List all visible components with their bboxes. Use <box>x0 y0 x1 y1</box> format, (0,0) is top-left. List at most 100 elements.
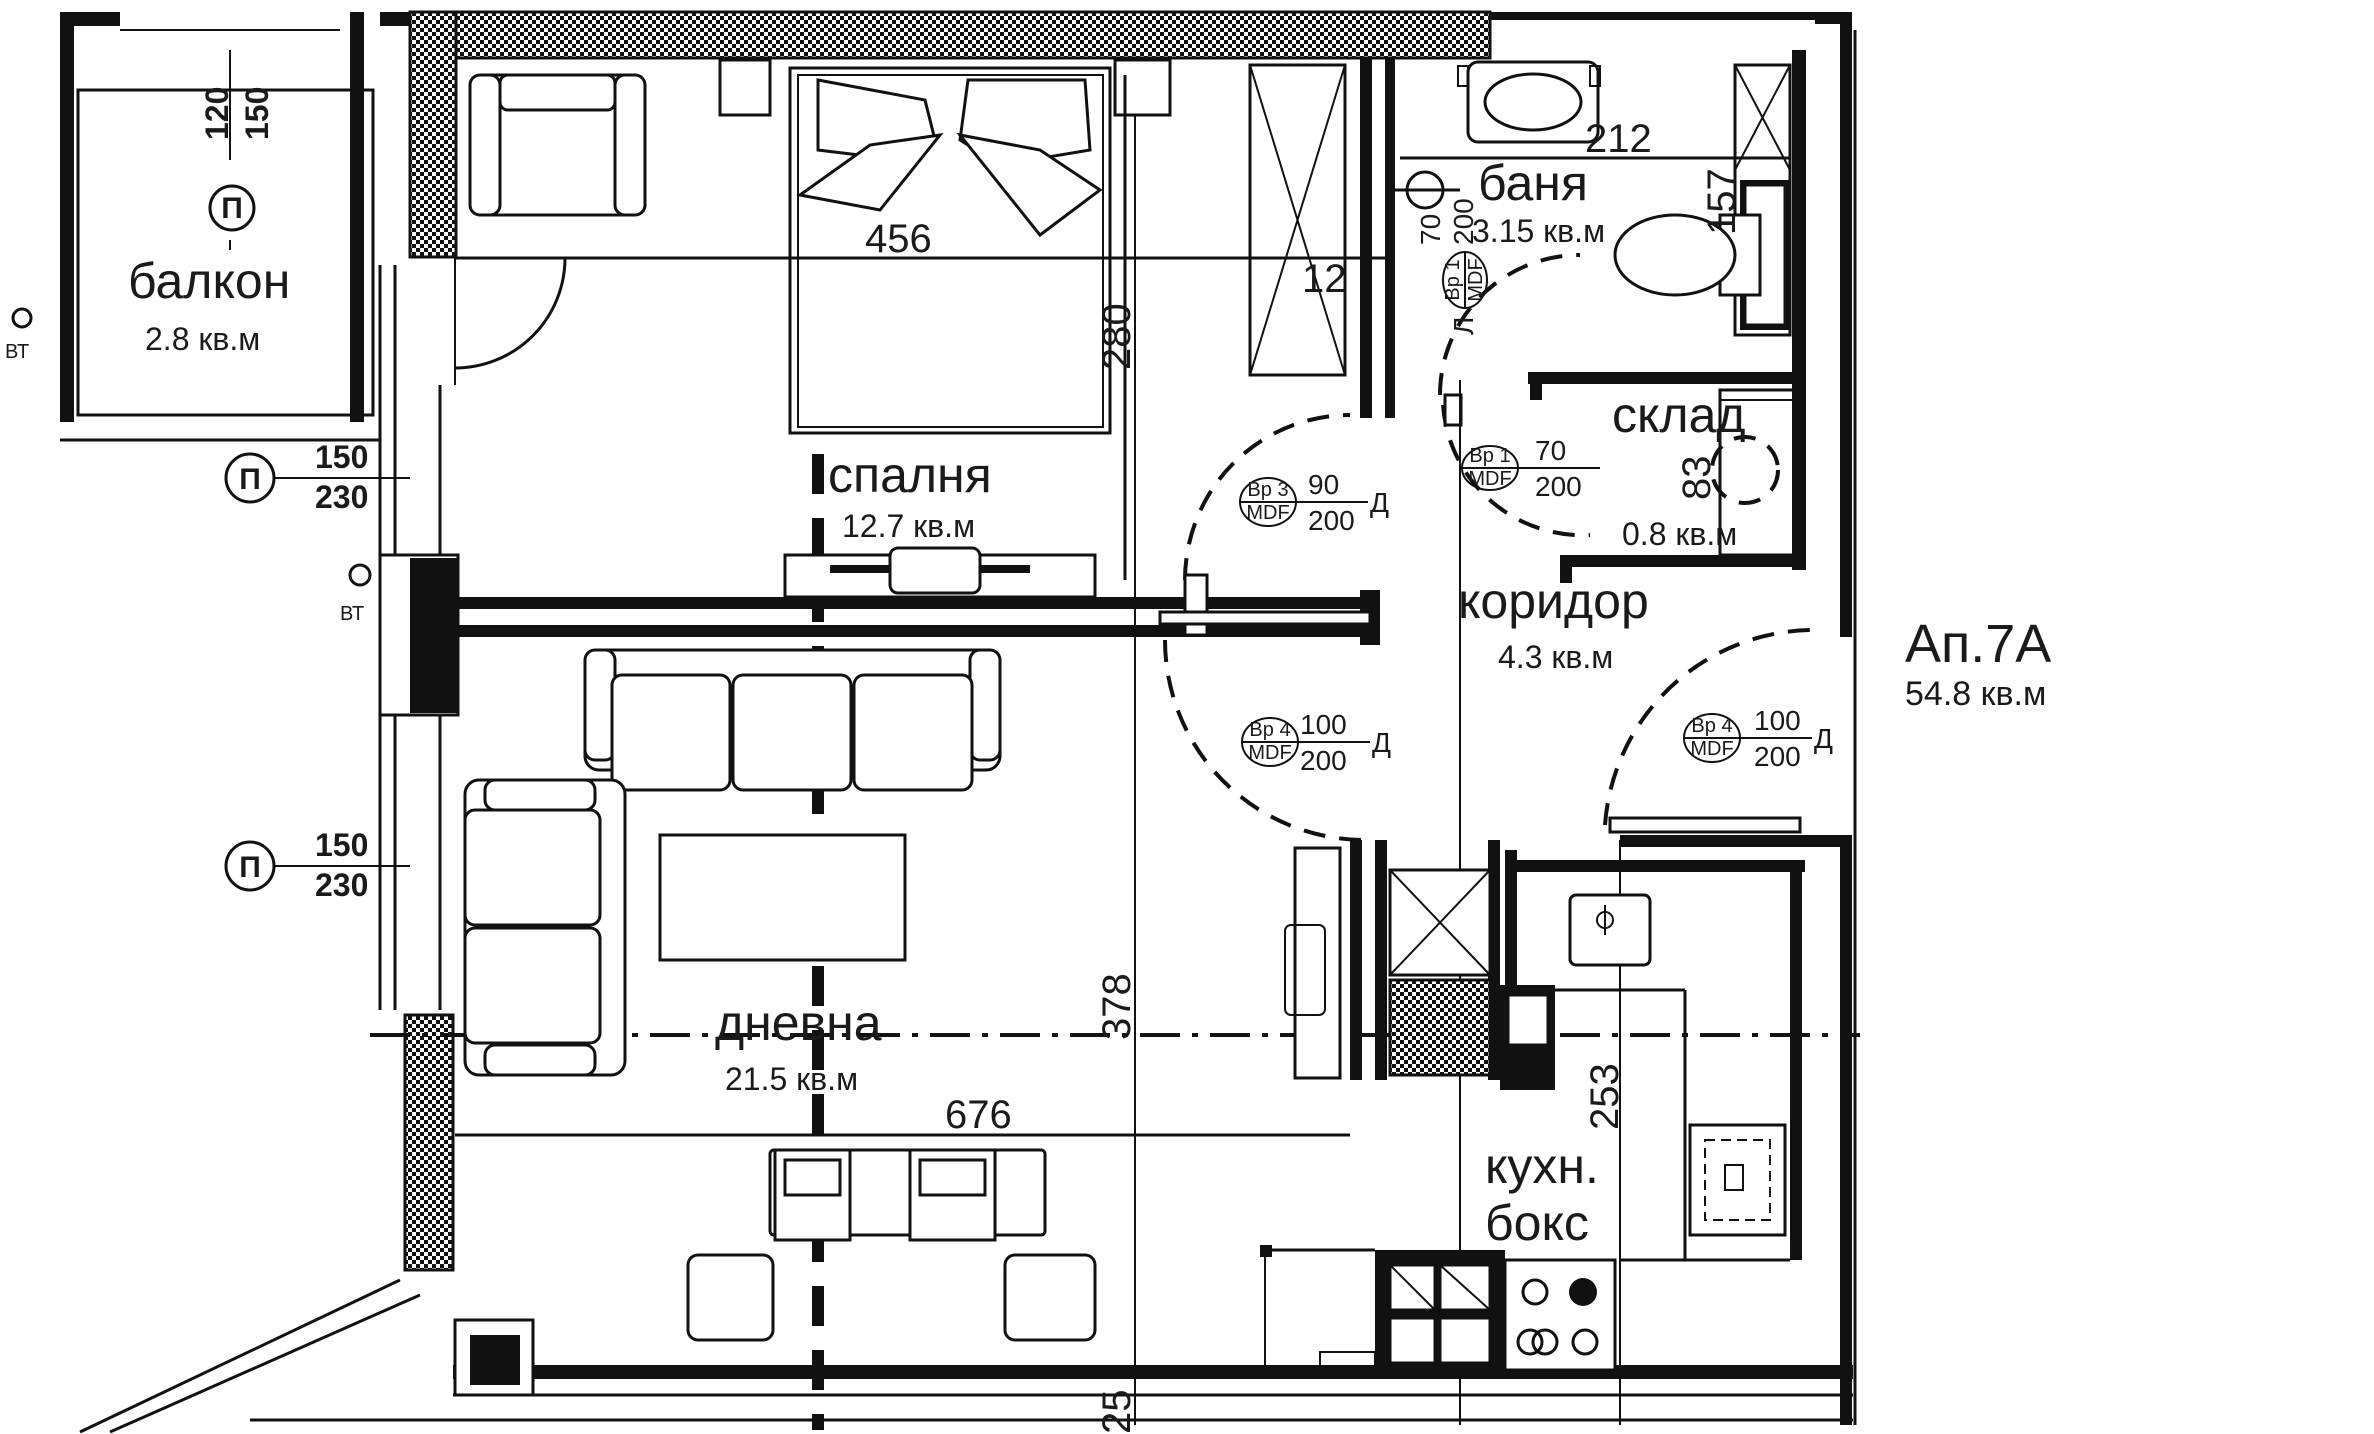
svg-text:230: 230 <box>315 867 368 903</box>
dim-living-width: 676 <box>945 1093 1012 1137</box>
dim-storage-depth: 83 <box>1675 456 1719 501</box>
kitchen-fixtures <box>1260 846 1790 1372</box>
svg-text:Вр 4: Вр 4 <box>1249 719 1290 741</box>
dim-living-depth: 378 <box>1095 973 1139 1040</box>
dim-bath-door-gap: 12 <box>1302 257 1347 301</box>
nightstand-left <box>718 58 772 117</box>
top-wall-right <box>1490 12 1850 20</box>
storage-area: 0.8 кв.м <box>1622 516 1737 552</box>
living-area: 21.5 кв.м <box>725 1061 858 1097</box>
coffee-table <box>658 833 907 962</box>
toilet <box>1613 180 1790 330</box>
walls <box>79 10 1857 1434</box>
svg-text:Вр 1: Вр 1 <box>1469 445 1510 467</box>
sofa-left <box>463 778 627 1077</box>
left-wall-strip <box>380 12 410 26</box>
balcony <box>60 12 380 442</box>
balcony-name: балкон <box>128 253 290 309</box>
living-name: дневна <box>715 995 882 1051</box>
svg-text:Д: Д <box>1372 727 1391 758</box>
storage-name: склад <box>1612 387 1746 443</box>
bottom-wall <box>453 1365 1853 1379</box>
balcony-area: 2.8 кв.м <box>145 321 260 357</box>
svg-text:MDF: MDF <box>1465 258 1487 301</box>
dim-bedroom-width: 456 <box>865 217 932 261</box>
apartment-name: Ап.7А <box>1905 614 2051 674</box>
dim-bathroom-width: 212 <box>1585 117 1652 161</box>
svg-text:90: 90 <box>1308 469 1339 500</box>
svg-text:200: 200 <box>1300 745 1347 776</box>
svg-text:Д: Д <box>1814 723 1833 754</box>
svg-text:П: П <box>239 851 261 884</box>
svg-text:150: 150 <box>315 827 368 863</box>
bedroom-living-wall <box>455 597 1380 609</box>
dim-bottom-edge: 25 <box>1095 1390 1139 1434</box>
svg-text:150: 150 <box>239 87 275 140</box>
svg-text:200: 200 <box>1448 198 1479 245</box>
door-tag-storage: Вр 1 MDF 70 200 <box>1461 435 1600 502</box>
svg-text:100: 100 <box>1754 705 1801 736</box>
svg-text:150: 150 <box>315 439 368 475</box>
svg-text:200: 200 <box>1535 471 1582 502</box>
sofa-top <box>583 648 1002 792</box>
living-furniture <box>463 648 1097 1342</box>
vent-marker-balcony: ВТ <box>5 307 33 363</box>
corridor-area: 4.3 кв.м <box>1498 639 1613 675</box>
door-swings <box>454 253 1816 842</box>
svg-text:200: 200 <box>1308 505 1355 536</box>
door-tag-bedroom: Вр 3 MDF 90 200 Д <box>1239 469 1389 536</box>
bedroom-area: 12.7 кв.м <box>842 508 975 544</box>
svg-text:Вр 3: Вр 3 <box>1247 479 1288 501</box>
cooktop <box>1503 1258 1617 1372</box>
bathroom-fixtures <box>1395 60 1792 337</box>
window-mark-living: П 150 230 <box>224 827 410 903</box>
dim-bedroom-depth: 280 <box>1095 303 1139 370</box>
storage-fixtures <box>1710 388 1797 557</box>
bathroom-wall-left <box>1360 58 1372 418</box>
svg-text:Вр 1: Вр 1 <box>1442 259 1464 300</box>
svg-text:70: 70 <box>1415 214 1446 245</box>
svg-text:Л: Л <box>1448 317 1479 335</box>
svg-text:200: 200 <box>1754 741 1801 772</box>
dim-kitchen-depth: 253 <box>1583 1063 1627 1130</box>
svg-text:П: П <box>221 192 243 225</box>
kitchen-name-line2: бокс <box>1485 1195 1589 1251</box>
svg-text:MDF: MDF <box>1248 742 1291 764</box>
top-wall <box>408 10 1492 60</box>
svg-text:Д: Д <box>1370 487 1389 518</box>
svg-text:ВТ: ВТ <box>5 341 29 363</box>
svg-text:70: 70 <box>1535 435 1566 466</box>
left-wall-upper <box>408 10 458 259</box>
svg-text:Вр 4: Вр 4 <box>1691 715 1732 737</box>
svg-text:100: 100 <box>1300 709 1347 740</box>
window-mark-balcony: П 120 150 <box>199 87 275 232</box>
svg-text:MDF: MDF <box>1468 468 1511 490</box>
door-tag-living: Вр 4 MDF 100 200 Д <box>1241 709 1391 776</box>
bathroom-name: баня <box>1478 155 1588 211</box>
svg-text:120: 120 <box>199 87 235 140</box>
door-tag-bathroom: Вр 1 MDF 70 200 Л <box>1415 198 1488 335</box>
nightstand-right <box>1113 58 1172 117</box>
right-outer-wall <box>1840 12 1852 637</box>
svg-text:MDF: MDF <box>1246 502 1289 524</box>
kitchen-sink <box>1568 893 1652 967</box>
bedroom-name: спалня <box>828 447 992 503</box>
bedroom-furniture <box>468 58 1347 599</box>
window-mark-bedroom: П 150 230 <box>224 439 410 515</box>
corridor-name: коридор <box>1458 573 1649 629</box>
svg-text:230: 230 <box>315 479 368 515</box>
kitchen-name-line1: кухн. <box>1485 1138 1599 1194</box>
dim-bathroom-depth: 157 <box>1700 168 1744 235</box>
apartment-area: 54.8 кв.м <box>1905 675 2046 713</box>
dimension-lines <box>455 75 1395 1137</box>
vent-marker-bedroom: ВТ <box>340 563 372 625</box>
svg-text:ВТ: ВТ <box>340 603 364 625</box>
svg-text:MDF: MDF <box>1690 738 1733 760</box>
left-wall-lower <box>403 1013 455 1272</box>
bathroom-area: 3.15 кв.м <box>1472 213 1605 249</box>
dining-chairs <box>686 1148 1097 1342</box>
shoe-cabinet <box>1293 846 1342 1080</box>
door-tag-kitchen: Вр 4 MDF 100 200 Д <box>1683 705 1833 772</box>
svg-text:П: П <box>239 463 261 496</box>
